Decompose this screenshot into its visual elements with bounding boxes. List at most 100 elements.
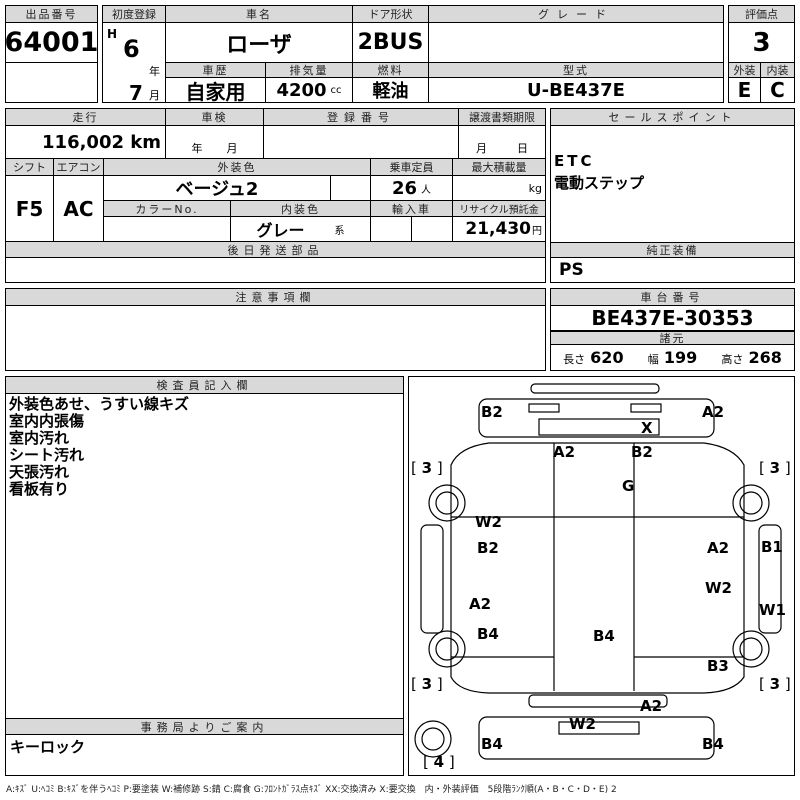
tire-value: 3 [769,459,781,477]
length-label: 長さ [563,353,586,366]
model-label: 型式 [429,63,723,78]
sales-point-item: 電動ステップ [554,174,645,192]
sales-points-label: セールスポイント [551,109,794,126]
damage-mark: W2 [705,579,732,597]
inspection: 年月 [166,126,264,159]
recycle-unit: 円 [532,225,542,237]
max-load-label: 最大積載量 [453,159,545,176]
grade-label: グレード [429,6,723,23]
grade [429,23,723,63]
import-b [412,217,453,242]
legend: A:ｷｽﾞ U:ﾍｺﾐ B:ｷｽﾞを伴うﾍｺﾐ P:要塗装 W:補修跡 S:錆 … [6,785,617,795]
inspector-line: 天張汚れ [9,463,70,481]
era: H [107,27,118,41]
doc-deadline: 月日 [459,126,545,159]
history: 自家用 [166,78,266,104]
ac-label: エアコン [54,159,104,176]
import-a [371,217,412,242]
exterior-label: 外装 [729,63,761,78]
displacement-value: 4200 [276,79,327,101]
color-no-label: カラーNo. [104,201,231,217]
damage-mark: W2 [569,715,596,733]
damage-mark: B4 [477,625,499,643]
inspector-notes: 外装色あせ、うすい線キズ 室内内張傷 室内汚れ シート汚れ 天張汚れ 看板有り [9,396,189,498]
displacement-label: 排気量 [266,63,353,78]
capacity-label: 乗車定員 [371,159,453,176]
damage-mark: A2 [707,539,730,557]
interior-color: グレー系 [231,217,371,242]
shift: F5 [6,176,54,242]
max-load: kg [453,176,545,201]
damage-mark: B4 [593,627,615,645]
tire-value: 3 [421,675,433,693]
interior-grade: C [770,78,785,102]
damage-mark: B4 [702,735,724,753]
exterior-color: ベージュ2 [104,176,331,201]
tire-tread: [ 4 ] [423,753,455,771]
color-extra [331,176,371,201]
width: 199 [663,348,698,367]
score: 3 [729,23,794,63]
height: 268 [748,348,782,367]
car-name-label: 車名 [166,6,353,23]
tire-value: 4 [433,753,445,771]
capacity-value: 26 [391,177,418,199]
inspection-year: 年 [191,142,203,155]
interior-color-label: 内装色 [231,201,371,217]
interior-label: 内装 [761,63,794,78]
mileage: 116,002 km [6,126,166,159]
length: 620 [590,348,624,367]
lot-no: 64001 [5,23,98,63]
damage-mark: W1 [759,601,786,619]
damage-mark: A2 [702,403,725,421]
door-label: ドア形状 [353,6,429,23]
notes-label: 注意事項欄 [6,289,545,306]
height-label: 高さ [721,353,744,366]
fuel-label: 燃料 [353,63,429,78]
ac: AC [54,176,104,242]
damage-mark: A2 [553,443,576,461]
model: U-BE437E [527,79,625,101]
equipment-label: 純正装備 [551,242,794,258]
inspection-month: 月 [226,142,238,155]
tire-tread: [ 3 ] [759,675,791,693]
reg-no-label: 登録番号 [264,109,459,126]
damage-mark: A2 [469,595,492,613]
capacity-unit: 人 [421,184,432,196]
spec-label: 諸元 [551,331,794,345]
office-value: キーロック [10,738,86,756]
year-unit: 年 [149,65,160,78]
month: 7 [129,81,143,105]
vehicle-box: 初度登録 車名 ドア形状 グレード H 6 年 7 月 ローザ 2BUS 車歴 … [102,5,724,105]
displacement-unit: cc [330,84,342,96]
inspector-label: 検査員記入欄 [6,377,403,394]
damage-mark: A2 [640,697,663,715]
door-type: 2BUS [353,23,429,63]
damage-mark: B2 [481,403,503,421]
year: 6 [123,35,140,63]
score-label: 評価点 [729,6,794,23]
equipment-value: PS [559,260,584,280]
bus-outline [414,383,782,760]
mileage-label: 走行 [6,109,166,126]
lot-box: 出品番号 64001 [5,5,98,103]
sales-box: セールスポイント ETC 電動ステップ 純正装備 PS [550,108,795,283]
shift-label: シフト [6,159,54,176]
exterior-grade: E [729,78,761,102]
reg-no [264,126,459,159]
width-label: 幅 [647,353,659,366]
damage-diagram: B2 A2 X A2 B2 G W2 B2 A2 B1 A2 W2 W1 B4 … [408,376,795,776]
damage-mark: B4 [481,735,503,753]
damage-mark: B2 [631,443,653,461]
details-box: 走行 車検 登録番号 譲渡書類期限 116,002 km 年月 月日 シフト エ… [5,108,546,283]
first-reg-label: 初度登録 [103,6,166,23]
recycle-label: リサイクル預託金 [453,201,545,217]
fuel: 軽油 [353,78,429,102]
damage-mark: X [641,419,653,437]
chassis-number: BE437E-30353 [551,306,794,331]
import-label: 輸入車 [371,201,453,217]
inspector-box: 検査員記入欄 外装色あせ、うすい線キズ 室内内張傷 室内汚れ シート汚れ 天張汚… [5,376,404,776]
